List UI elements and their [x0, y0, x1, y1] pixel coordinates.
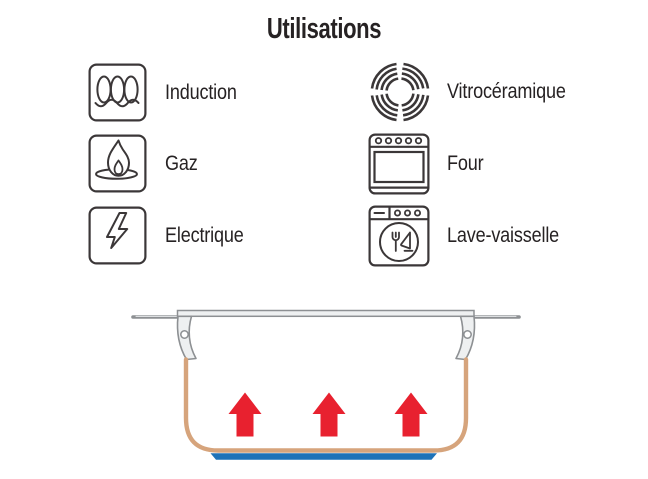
glass-glyph [400, 231, 414, 252]
feature-four: Four [368, 133, 489, 195]
oven-icon [368, 133, 430, 195]
rivet-left [180, 330, 189, 339]
feature-vitroceramique: Vitrocéramique [370, 62, 585, 122]
pan-body-outline [183, 357, 469, 453]
handle-bracket-right [455, 315, 476, 361]
feature-label: Electrique [165, 223, 244, 247]
feature-label: Four [447, 152, 484, 175]
page-title: Utilisations [266, 13, 382, 45]
icon-frame [368, 205, 430, 267]
heat-arrow [228, 392, 262, 437]
heat-arrow [312, 392, 346, 437]
heat-arrow [394, 392, 428, 437]
rivet-right [463, 330, 472, 339]
dishwasher-icon [368, 205, 430, 267]
fork-glyph [391, 231, 400, 252]
feature-label: Lave-vaisselle [447, 224, 560, 247]
vitroceramic-rings-icon [370, 62, 430, 122]
feature-label: Induction [165, 80, 237, 104]
pan-rim [176, 309, 475, 318]
porthole [379, 222, 419, 262]
icon-frame [88, 206, 147, 265]
pan-cross-section-diagram [131, 309, 521, 460]
feature-gaz: Gaz [88, 134, 203, 193]
induction-coil-icon [88, 63, 147, 122]
oven-door [373, 150, 425, 184]
gas-flame-icon [88, 134, 147, 193]
icon-frame [88, 63, 147, 122]
induction-base-layer [210, 453, 437, 460]
icon-frame [368, 133, 430, 195]
feature-lave-vaisselle: Lave-vaisselle [368, 205, 577, 267]
icon-frame [88, 134, 147, 193]
feature-electrique: Electrique [88, 206, 256, 265]
feature-induction: Induction [88, 63, 248, 122]
feature-label: Vitrocéramique [447, 80, 566, 103]
feature-label: Gaz [165, 151, 198, 175]
lightning-bolt-icon [88, 206, 147, 265]
